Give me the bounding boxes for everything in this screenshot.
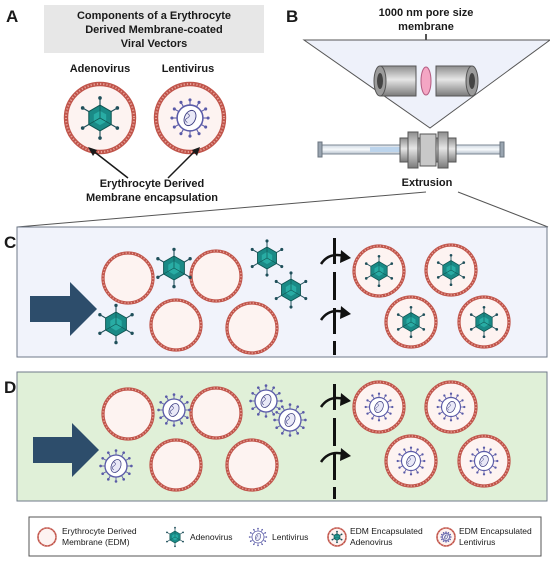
panel-a-edm-adenovirus-icon [63, 81, 137, 155]
legend-edm-line-2: Membrane (EDM) [62, 537, 130, 547]
panel-a-title-box [44, 5, 264, 53]
panel-a-caption-line-1: Erythrocyte Derived [100, 178, 205, 190]
panel-c-letter: C [4, 233, 16, 252]
panel-d-edm-lentivirus-icon [424, 380, 478, 434]
panel-a-letter: A [6, 7, 18, 26]
legend: Erythrocyte Derived Membrane (EDM) Adeno… [28, 516, 542, 557]
panel-d-edm-lentivirus-icon [384, 434, 438, 488]
panel-b-pore-label-line-2: membrane [398, 21, 454, 33]
panel-a-title-line-1: Components of a Erythrocyte [77, 10, 231, 22]
panel-d-curved-arrow-bottom-head [340, 448, 351, 461]
legend-edm-adenovirus-line-1: EDM Encapsulated [350, 526, 423, 536]
panel-d-edm-vesicle [149, 438, 203, 492]
panel-d-lentivirus-icon [99, 449, 133, 483]
legend-lentivirus-icon [248, 527, 268, 547]
legend-edm-adenovirus-icon [327, 527, 347, 547]
panel-c: C [4, 226, 548, 358]
panel-c-adenovirus-icon [98, 303, 134, 345]
panel-d-lentivirus-icon [157, 393, 191, 427]
panel-d-edm-vesicle [189, 386, 243, 440]
pore-membrane [420, 66, 432, 96]
panel-a-lentivirus-label: Lentivirus [162, 63, 215, 75]
panel-c-edm-vesicle [149, 298, 203, 352]
panel-c-edm-vesicle [189, 249, 243, 303]
panel-d-curved-arrow-top-head [340, 393, 351, 406]
panel-a-pointer-left-head [88, 147, 97, 156]
zoom-line-left [16, 191, 427, 228]
panel-c-adenovirus-icon [156, 247, 192, 289]
panel-c-adenovirus-icon [250, 239, 284, 277]
panel-a: A Components of a Erythrocyte Derived Me… [6, 5, 264, 204]
panel-c-edm-vesicle [101, 251, 155, 305]
panel-c-edm-adenovirus-icon [352, 244, 406, 298]
panel-b-extrusion-label: Extrusion [402, 177, 453, 189]
legend-edm-lentivirus-line-1: EDM Encapsulated [459, 526, 532, 536]
panel-c-edm-adenovirus-icon [457, 295, 511, 349]
extruder-device [317, 131, 505, 169]
legend-adenovirus-label: Adenovirus [190, 532, 233, 542]
panel-b-letter: B [286, 7, 298, 26]
legend-edm-adenovirus-line-2: Adenovirus [350, 537, 393, 547]
panel-d-letter: D [4, 378, 16, 397]
panel-a-pointer-left [91, 149, 129, 179]
panel-a-title-line-2: Derived Membrane-coated [85, 24, 223, 36]
panel-d-edm-lentivirus-icon [457, 434, 511, 488]
panel-a-adenovirus-label: Adenovirus [70, 63, 131, 75]
panel-a-title-line-3: Viral Vectors [121, 38, 187, 50]
panel-c-flow-arrow [30, 282, 97, 336]
panel-d-lentivirus-icon [273, 403, 307, 437]
legend-edm-icon [37, 527, 57, 547]
panel-d-lentivirus-icon [249, 384, 283, 418]
panel-b-pore-label-line-1: 1000 nm pore size [379, 7, 474, 19]
panel-d-flow-arrow [33, 423, 99, 477]
panel-c-edm-vesicle [225, 301, 279, 355]
panel-a-pointer-right-head [192, 147, 200, 156]
panel-c-curved-arrow-bottom-head [340, 306, 351, 319]
legend-lentivirus-label: Lentivirus [272, 532, 308, 542]
panel-a-caption-line-2: Membrane encapsulation [86, 192, 218, 204]
panel-a-edm-lentivirus-icon [153, 81, 227, 155]
panel-c-curved-arrow-top-head [340, 250, 351, 263]
panel-d-edm-vesicle [225, 438, 279, 492]
panel-c-edm-adenovirus-icon [384, 295, 438, 349]
panel-c-adenovirus-icon [274, 271, 308, 309]
panel-c-edm-adenovirus-icon [424, 243, 478, 297]
zoom-line-right [457, 191, 549, 228]
legend-edm-lentivirus-line-2: Lentivirus [459, 537, 495, 547]
legend-edm-lentivirus-icon [436, 527, 456, 547]
panel-a-pointer-right [167, 149, 197, 179]
panel-c-membrane-barrier [333, 238, 336, 355]
legend-edm-line-1: Erythrocyte Derived [62, 526, 137, 536]
membrane-holder-left [373, 65, 417, 97]
panel-b: B 1000 nm pore size membrane [286, 7, 550, 189]
panel-d: D [4, 371, 548, 502]
panel-d-edm-vesicle [101, 387, 155, 441]
legend-adenovirus-icon [166, 526, 184, 548]
panel-d-edm-lentivirus-icon [352, 380, 406, 434]
membrane-holder-right [435, 65, 479, 97]
